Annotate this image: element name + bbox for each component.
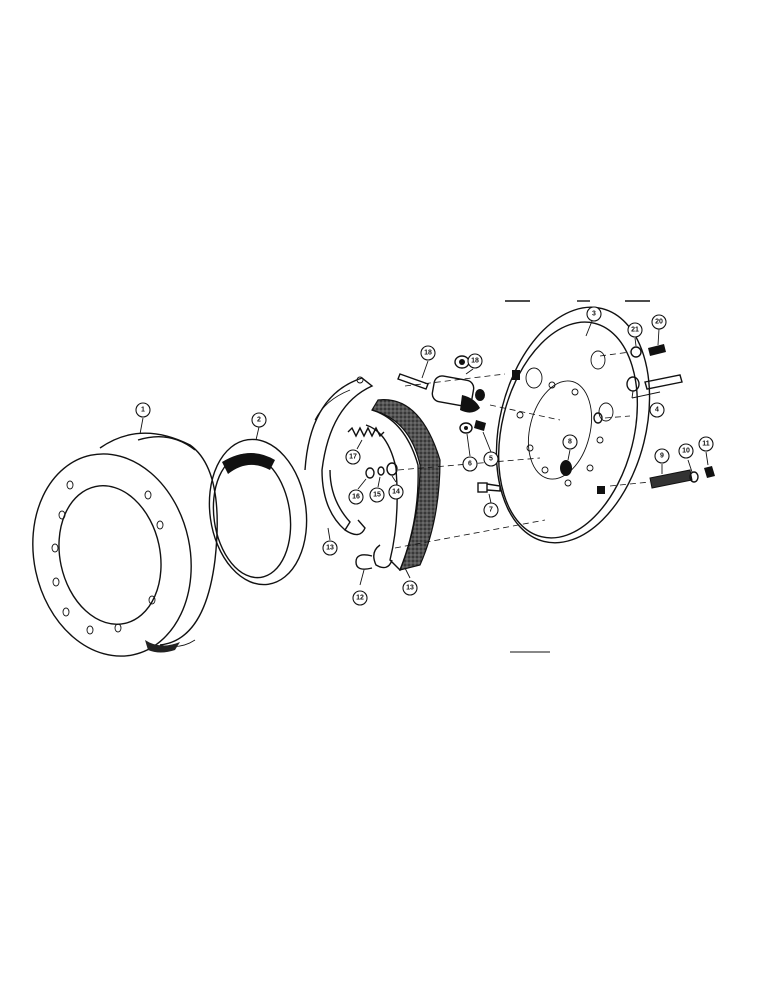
svg-text:15: 15 (373, 492, 381, 499)
callout-11: 11 (698, 436, 714, 452)
callout-10: 10 (678, 443, 694, 459)
callout-13-left: 13 (322, 540, 338, 556)
svg-text:18: 18 (424, 350, 432, 357)
callout-1: 1 (135, 402, 151, 418)
svg-text:13: 13 (326, 545, 334, 552)
callout-17: 17 (345, 449, 361, 465)
callout-8: 8 (562, 434, 578, 450)
svg-text:18: 18 (471, 358, 479, 365)
callout-18-pin: 18 (420, 345, 436, 361)
bleeder-parts (459, 420, 486, 434)
hold-down-clip (355, 554, 373, 570)
brake-drum (32, 432, 218, 657)
callout-12: 12 (352, 590, 368, 606)
brake-shoe-left (304, 376, 374, 536)
svg-text:13: 13 (406, 585, 414, 592)
callout-6: 6 (462, 456, 478, 472)
header-rules (505, 300, 650, 653)
callout-4: 4 (649, 402, 665, 418)
svg-text:3: 3 (592, 311, 596, 318)
callout-2: 2 (251, 412, 267, 428)
wheel-cylinder (431, 355, 485, 413)
callout-5: 5 (483, 451, 499, 467)
svg-text:21: 21 (631, 327, 639, 334)
callout-21: 21 (627, 322, 643, 338)
callout-3: 3 (586, 306, 602, 322)
svg-text:14: 14 (392, 489, 400, 496)
bolt-7 (477, 482, 501, 493)
drum-liner-ring (208, 438, 308, 586)
leader-lines (139, 320, 709, 586)
stud-nut-washer (649, 466, 715, 489)
backing-plate (495, 306, 651, 544)
callout-13-right: 13 (402, 580, 418, 596)
adjuster-hardware (626, 344, 683, 392)
callout-16: 16 (348, 489, 364, 505)
svg-text:11: 11 (702, 441, 710, 448)
svg-text:16: 16 (352, 494, 360, 501)
svg-text:4: 4 (655, 407, 659, 414)
callout-14: 14 (388, 484, 404, 500)
svg-text:5: 5 (489, 456, 493, 463)
svg-text:6: 6 (468, 461, 472, 468)
svg-text:8: 8 (568, 439, 572, 446)
svg-text:7: 7 (489, 507, 493, 514)
callout-9: 9 (654, 448, 670, 464)
callout-20: 20 (651, 314, 667, 330)
small-hardware (365, 462, 398, 479)
svg-text:9: 9 (660, 453, 664, 460)
callout-7: 7 (483, 502, 499, 518)
svg-text:2: 2 (257, 417, 261, 424)
plate-bolt-holes (516, 381, 604, 487)
svg-text:1: 1 (141, 407, 145, 414)
svg-text:17: 17 (349, 454, 357, 461)
callout-18-cylinder: 18 (467, 353, 483, 369)
callout-15: 15 (369, 487, 385, 503)
svg-text:20: 20 (655, 319, 663, 326)
svg-text:10: 10 (682, 448, 690, 455)
drum-bolt-holes (51, 480, 164, 635)
svg-text:12: 12 (356, 595, 364, 602)
anchor-pin (397, 373, 429, 390)
brake-shoe-lined (365, 399, 441, 572)
